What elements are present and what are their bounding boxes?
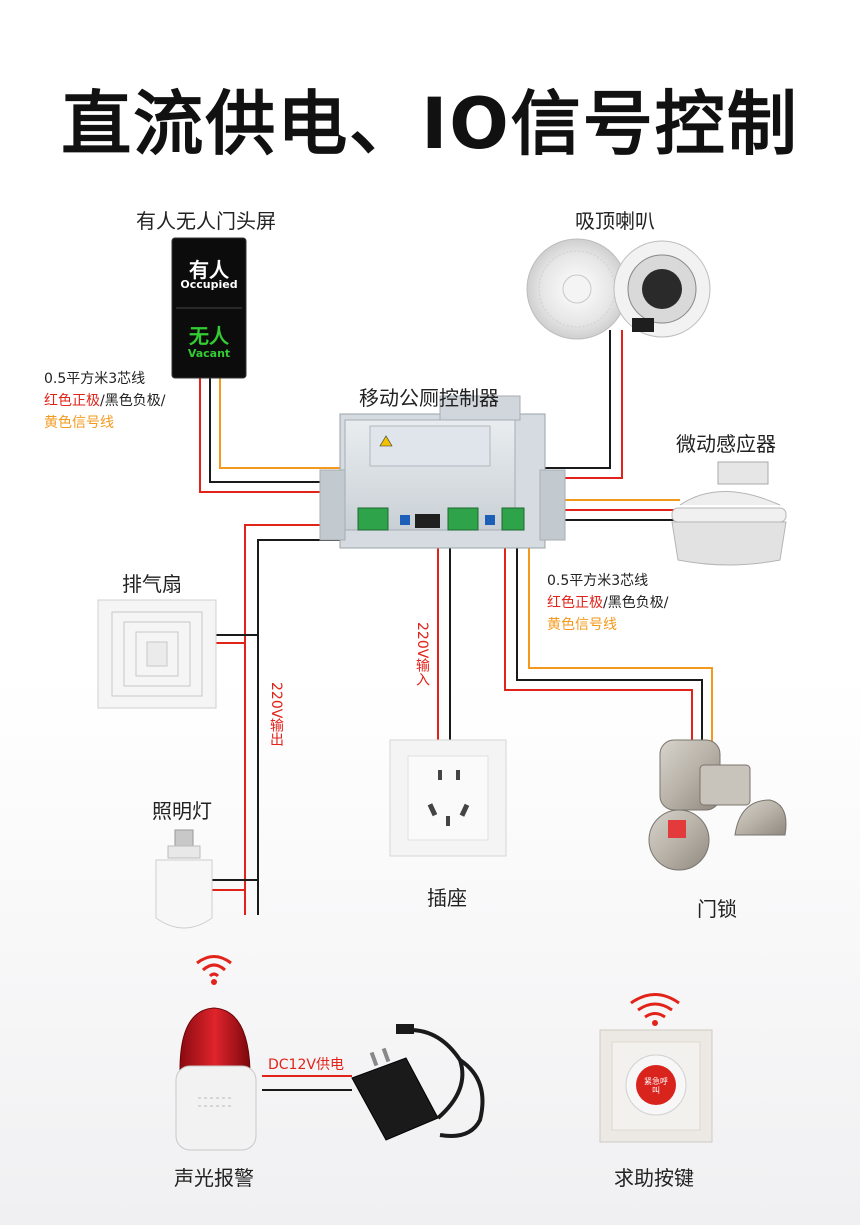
door-lock-label: 门锁 <box>697 897 737 921</box>
sensor-label: 微动感应器 <box>676 432 776 456</box>
help-button-label: 求助按键 <box>614 1166 694 1190</box>
help-button-text: 紧急呼叫 <box>644 1077 668 1095</box>
screen-vacant-en: Vacant <box>187 347 231 360</box>
wire-note-left-yellow: 黄色信号线 <box>44 415 114 431</box>
wire-note-right-line2: 红色正极/黑色负极/ <box>547 592 668 614</box>
wire-note-left-red: 红色正极 <box>44 393 100 409</box>
controller-box <box>319 395 566 549</box>
ceiling-speaker-front <box>526 238 628 340</box>
wire-note-right-line1: 0.5平方米3芯线 <box>547 573 649 589</box>
output-wire-black <box>257 539 345 915</box>
screen-wire-yellow <box>219 378 345 469</box>
alarm-label: 声光报警 <box>174 1166 254 1190</box>
wire-note-left: 0.5平方米3芯线 红色正极/黑色负极/ 黄色信号线 <box>44 368 165 434</box>
sound-light-alarm <box>175 955 257 1151</box>
power-input-label: 220V输入 <box>414 622 430 687</box>
screen-vacant-cn: 无人 <box>189 324 229 348</box>
wire-note-right: 0.5平方米3芯线 红色正极/黑色负极/ 黄色信号线 <box>547 570 668 636</box>
speaker-wire-black <box>540 330 611 469</box>
speaker-label: 吸顶喇叭 <box>575 209 655 233</box>
fan-label: 排气扇 <box>122 572 182 596</box>
lock-wire-yellow <box>528 545 713 760</box>
micro-motion-sensor <box>671 461 787 566</box>
wall-socket <box>389 739 507 857</box>
wire-note-left-line1: 0.5平方米3芯线 <box>44 371 146 387</box>
wire-note-right-sep2: / <box>663 595 669 611</box>
wire-note-left-black: 黑色负极 <box>104 393 161 409</box>
help-button <box>599 993 713 1143</box>
page-title: 直流供电、IO信号控制 <box>61 83 799 165</box>
screen-occupied-en: Occupied <box>180 278 238 291</box>
output-wire-red <box>244 524 345 915</box>
door-screen-label: 有人无人门头屏 <box>136 209 276 233</box>
ceiling-speaker-back <box>613 240 711 338</box>
door-lock <box>648 739 787 871</box>
door-screen <box>171 237 247 379</box>
power-output-label: 220V输出 <box>268 682 284 747</box>
wire-note-right-red: 红色正极 <box>547 595 603 611</box>
speaker-wire-red <box>540 330 623 479</box>
lock-wire-black <box>516 545 703 760</box>
wire-note-left-sep1: / <box>100 393 105 409</box>
screen-wire-black <box>209 378 345 483</box>
screen-occupied-cn: 有人 <box>189 258 229 282</box>
exhaust-fan <box>97 599 217 709</box>
power-adapter <box>351 1024 485 1141</box>
wires <box>199 330 713 1091</box>
wire-note-right-black: 黑色负极 <box>607 595 664 611</box>
lock-wire-red <box>504 545 693 760</box>
wire-note-left-sep2: / <box>160 393 166 409</box>
wire-note-right-yellow: 黄色信号线 <box>547 617 617 633</box>
screen-wire-red <box>199 378 345 493</box>
light-label: 照明灯 <box>152 799 212 823</box>
light-bulb <box>155 829 213 929</box>
socket-label: 插座 <box>427 886 467 910</box>
wire-note-right-sep1: / <box>603 595 608 611</box>
wire-note-left-line2: 红色正极/黑色负极/ <box>44 390 165 412</box>
dc-power-label: DC12V供电 <box>268 1057 344 1073</box>
controller-label: 移动公厕控制器 <box>359 386 499 410</box>
